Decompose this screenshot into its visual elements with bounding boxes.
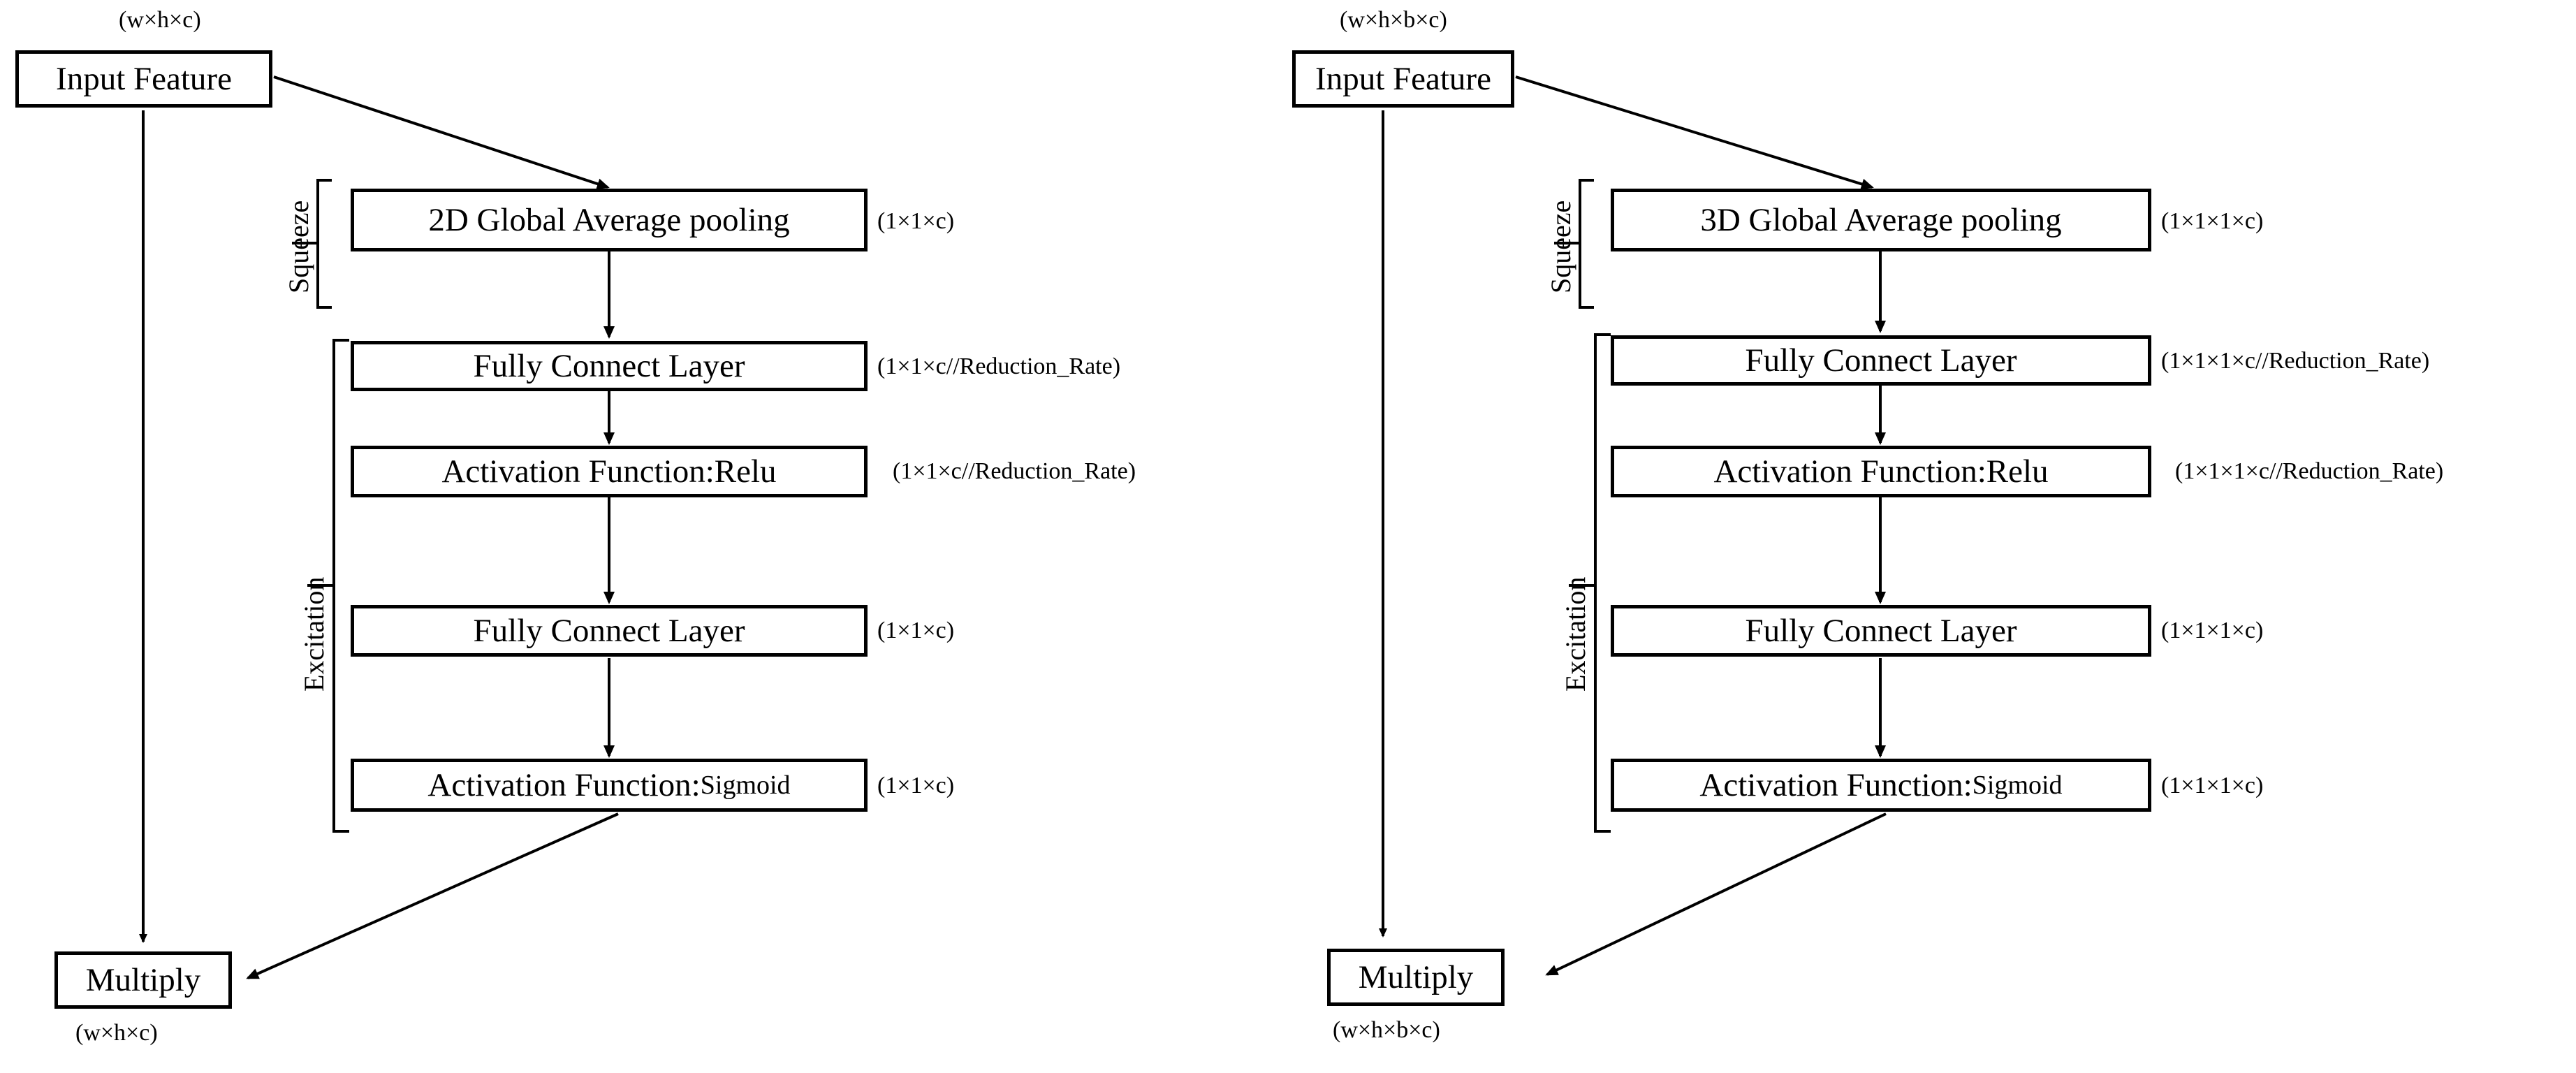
left-relu-label-main: Activation Function: (441, 453, 715, 490)
right-fc1-node[interactable]: Fully Connect Layer (1611, 335, 2151, 386)
right-fc1-label: Fully Connect Layer (1745, 342, 2017, 379)
right-pooling-shape-label: (1×1×1×c) (2161, 208, 2264, 234)
right-multiply-label: Multiply (1358, 958, 1474, 995)
right-relu-node[interactable]: Activation Function: Relu (1611, 446, 2151, 497)
right-sigmoid-label-sub: Sigmoid (1972, 771, 2063, 800)
right-fc2-label: Fully Connect Layer (1745, 612, 2017, 649)
wire-right-sigmoid-to-multiply (1545, 812, 1887, 976)
left-multiply-label: Multiply (85, 961, 201, 998)
left-input-feature-node[interactable]: Input Feature (15, 50, 272, 108)
left-multiply-node[interactable]: Multiply (54, 951, 232, 1009)
right-sigmoid-label-main: Activation Function: (1699, 766, 1973, 803)
left-fc1-node[interactable]: Fully Connect Layer (351, 341, 868, 391)
left-sigmoid-node[interactable]: Activation Function: Sigmoid (351, 759, 868, 812)
right-relu-shape-label: (1×1×1×c//Reduction_Rate) (2175, 458, 2444, 484)
left-sigmoid-label-sub: Sigmoid (700, 771, 791, 800)
left-relu-label-sub: Relu (714, 453, 777, 490)
left-input-feature-label: Input Feature (56, 60, 232, 97)
left-pooling-node[interactable]: 2D Global Average pooling (351, 189, 868, 251)
right-multiply-node[interactable]: Multiply (1327, 949, 1505, 1006)
right-pooling-label: 3D Global Average pooling (1700, 201, 2062, 238)
right-fc2-shape-label: (1×1×1×c) (2161, 618, 2264, 643)
right-relu-label-sub: Relu (1986, 453, 2049, 490)
left-input-shape-label: (w×h×c) (119, 7, 201, 33)
right-input-feature-node[interactable]: Input Feature (1292, 50, 1514, 108)
left-sigmoid-label-main: Activation Function: (427, 766, 701, 803)
right-excitation-group-label: Excitation (1560, 576, 1591, 692)
left-fc1-shape-label: (1×1×c//Reduction_Rate) (877, 353, 1121, 379)
left-fc2-node[interactable]: Fully Connect Layer (351, 605, 868, 657)
left-multiply-shape-label: (w×h×c) (75, 1020, 158, 1046)
right-sigmoid-node[interactable]: Activation Function: Sigmoid (1611, 759, 2151, 812)
left-fc1-label: Fully Connect Layer (473, 347, 745, 384)
right-input-shape-label: (w×h×b×c) (1340, 7, 1447, 33)
right-fc1-shape-label: (1×1×1×c//Reduction_Rate) (2161, 348, 2430, 374)
left-excitation-group-label: Excitation (298, 576, 330, 692)
left-pooling-label: 2D Global Average pooling (428, 201, 790, 238)
right-fc2-node[interactable]: Fully Connect Layer (1611, 605, 2151, 657)
wire-left-input-to-pool (273, 75, 610, 189)
right-relu-label-main: Activation Function: (1713, 453, 1986, 490)
left-pooling-shape-label: (1×1×c) (877, 208, 955, 234)
left-squeeze-group-label: Squeeze (283, 200, 314, 293)
right-multiply-shape-label: (w×h×b×c) (1333, 1017, 1440, 1043)
left-fc2-shape-label: (1×1×c) (877, 618, 955, 643)
left-sigmoid-shape-label: (1×1×c) (877, 773, 955, 798)
left-relu-shape-label: (1×1×c//Reduction_Rate) (893, 458, 1136, 484)
right-pooling-node[interactable]: 3D Global Average pooling (1611, 189, 2151, 251)
wire-right-input-to-pool (1515, 75, 1874, 190)
right-squeeze-group-label: Squeeze (1545, 200, 1576, 293)
wire-left-sigmoid-to-multiply (246, 812, 619, 979)
left-relu-node[interactable]: Activation Function: Relu (351, 446, 868, 497)
left-fc2-label: Fully Connect Layer (473, 612, 745, 649)
right-input-feature-label: Input Feature (1315, 60, 1491, 97)
right-sigmoid-shape-label: (1×1×1×c) (2161, 773, 2264, 798)
